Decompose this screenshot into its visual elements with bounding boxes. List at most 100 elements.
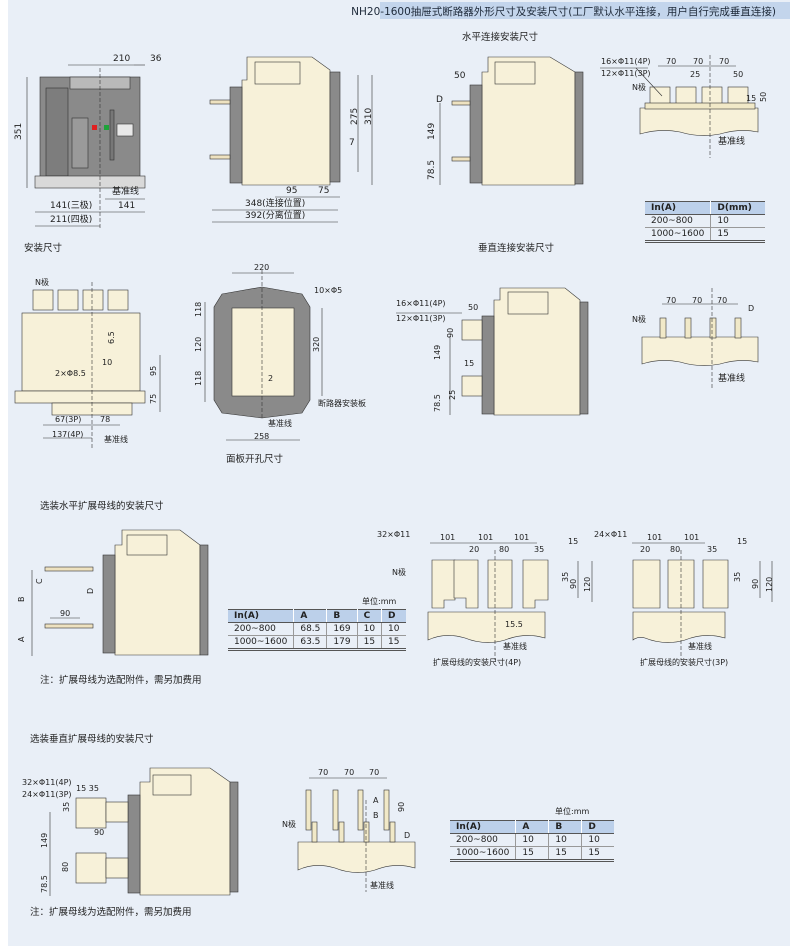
holes-4p: 16×Φ11(4P) — [601, 57, 651, 66]
side-view-drawing — [209, 56, 373, 223]
busbar-4p-drawing — [427, 542, 593, 660]
table-cell: 179 — [326, 635, 358, 650]
panel-cutout-drawing — [204, 270, 323, 441]
table-cell: 68.5 — [293, 622, 328, 636]
section-title-vertical: 垂直连接安装尺寸 — [478, 243, 555, 254]
dim-70: 70 — [666, 296, 677, 305]
holes-4p: 16×Φ11(4P) — [396, 299, 446, 308]
table-cell: 15 — [548, 846, 583, 861]
table-header: D — [581, 820, 615, 834]
holes-3p: 12×Φ11(3P) — [396, 314, 446, 323]
dim-90: 90 — [397, 801, 406, 812]
table-header: B — [326, 609, 358, 623]
dim-B: B — [17, 596, 26, 603]
horizontal-terminal-drawing — [600, 55, 759, 158]
mounting-drawing — [14, 282, 161, 448]
n-pole-label: N极 — [35, 278, 49, 287]
table-cell: 200~800 — [228, 622, 295, 636]
section-title-opt-vertical: 选装垂直扩展母线的安装尺寸 — [30, 734, 154, 745]
dim-90: 90 — [751, 578, 760, 589]
dim-70: 70 — [692, 296, 703, 305]
note: 注：扩展母线为选配附件，需另加费用 — [30, 907, 192, 918]
table-cell: 10 — [581, 833, 615, 847]
dim-70: 70 — [369, 768, 380, 777]
table-cell: 10 — [515, 833, 550, 847]
vertical-connection-drawing — [396, 287, 589, 416]
dim-90: 90 — [446, 327, 455, 338]
dim-B: B — [373, 811, 379, 820]
table-cell: 1000~1600 — [645, 227, 712, 242]
dim-351: 351 — [14, 122, 24, 140]
dim-95: 95 — [286, 186, 298, 196]
table-cell: 10 — [381, 622, 406, 636]
unit-label: 单位:mm — [362, 597, 397, 606]
note: 注：扩展母线为选配附件，需另加费用 — [40, 675, 202, 686]
optional-vertical-terminal-drawing — [297, 777, 416, 892]
dim-50: 50 — [733, 70, 744, 79]
dim-70: 70 — [344, 768, 355, 777]
dim-258: 258 — [254, 432, 270, 441]
table-cell: 1000~1600 — [450, 846, 517, 861]
dim-275: 275 — [350, 107, 360, 125]
optional-horizontal-busbar-drawing — [31, 529, 209, 656]
table-cell: 15 — [515, 846, 550, 861]
dim-7: 7 — [349, 138, 355, 148]
dim-35: 35 — [62, 801, 71, 812]
dim-70: 70 — [719, 57, 730, 66]
table-cell: 169 — [326, 622, 358, 636]
table-cell: 15 — [381, 635, 406, 650]
dim-120: 120 — [765, 576, 774, 592]
table-cell: 15 — [581, 846, 615, 861]
dim-15-35: 15 35 — [76, 784, 99, 793]
table-cell: 10 — [548, 833, 583, 847]
table-cell: 10 — [710, 214, 766, 228]
dim-A: A — [373, 796, 379, 805]
dim-211-4p: 211(四极) — [50, 215, 93, 225]
dim-101: 101 — [684, 533, 700, 542]
dim-210: 210 — [113, 54, 131, 64]
dim-320: 320 — [312, 336, 321, 352]
unit-label: 单位:mm — [555, 807, 590, 816]
dim-50: 50 — [468, 303, 479, 312]
dim-15-5: 15.5 — [505, 620, 523, 629]
table-header: In(A) — [450, 820, 517, 834]
dim-25: 25 — [448, 389, 457, 400]
section-title-horizontal: 水平连接安装尺寸 — [462, 32, 539, 43]
n-pole-label: N极 — [392, 568, 406, 577]
datum-label: 基准线 — [104, 435, 128, 444]
dim-35: 35 — [534, 545, 545, 554]
dim-392: 392(分离位置) — [245, 211, 306, 221]
table-header: In(A) — [228, 609, 295, 623]
n-pole-label: N极 — [632, 83, 646, 92]
holes-label: 32×Φ11 — [377, 530, 411, 539]
dim-101: 101 — [440, 533, 456, 542]
dim-80: 80 — [670, 545, 681, 554]
datum-label: 基准线 — [718, 137, 746, 147]
dim-78-5: 78.5 — [40, 875, 49, 893]
dim-90: 90 — [569, 578, 578, 589]
optional-vertical-busbar-drawing — [49, 767, 239, 896]
table-header: A — [293, 609, 328, 623]
n-pole-label: N极 — [632, 315, 646, 324]
dim-75: 75 — [149, 393, 158, 404]
dim-D: D — [404, 831, 411, 840]
dim-78: 78 — [100, 415, 111, 424]
cutout-caption: 面板开孔尺寸 — [226, 454, 284, 465]
dim-10: 10 — [102, 358, 113, 367]
dim-141-3p: 141(三极) — [50, 201, 93, 211]
table-header: C — [357, 609, 383, 623]
dim-15: 15 — [464, 359, 475, 368]
table-header: D(mm) — [710, 201, 766, 215]
table-header: In(A) — [645, 201, 712, 215]
datum-label: 基准线 — [268, 419, 292, 428]
dim-15: 15 — [568, 537, 579, 546]
dim-118: 118 — [194, 301, 203, 317]
dim-A: A — [17, 636, 26, 642]
dim-6-5: 6.5 — [107, 331, 116, 344]
table-cell: 15 — [710, 227, 766, 242]
